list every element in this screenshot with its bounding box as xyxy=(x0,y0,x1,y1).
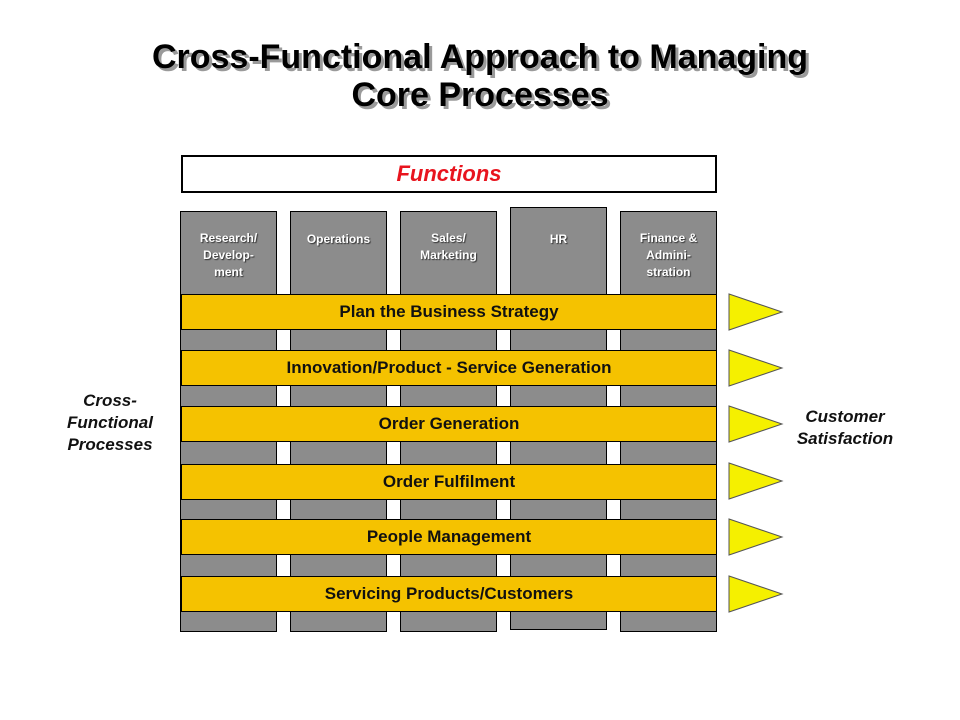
process-bar-order-generation: Order Generation xyxy=(181,406,717,442)
arrow-icon xyxy=(728,518,784,556)
function-label-operations: Operations xyxy=(306,232,371,246)
arrow-icon xyxy=(728,462,784,500)
function-label-finance-administration: Finance & Admini- stration xyxy=(639,231,698,279)
arrow-icon xyxy=(728,575,784,613)
right-label-line-2: Satisfaction xyxy=(796,429,894,448)
arrow-icon xyxy=(728,293,784,331)
left-label-line-3: Processes xyxy=(67,435,153,454)
functions-header: Functions xyxy=(181,155,717,193)
function-label-research-development: Research/ Develop- ment xyxy=(199,231,258,279)
slide-title: Cross-Functional Approach to Managing Co… xyxy=(0,38,960,114)
process-bar-people-management: People Management xyxy=(181,519,717,555)
process-bar-innovation: Innovation/Product - Service Generation xyxy=(181,350,717,386)
process-bar-plan-business-strategy: Plan the Business Strategy xyxy=(181,294,717,330)
function-label-sales-marketing: Sales/ Marketing xyxy=(420,231,477,262)
customer-satisfaction-label: Customer Satisfaction xyxy=(775,406,915,450)
slide-title-line-2: Core Processes xyxy=(351,76,609,114)
slide-title-line-1: Cross-Functional Approach to Managing xyxy=(151,38,809,76)
left-label-line-2: Functional xyxy=(67,413,153,432)
arrow-icon xyxy=(728,349,784,387)
left-label-line-1: Cross- xyxy=(83,391,137,410)
right-label-line-1: Customer xyxy=(805,407,885,426)
arrow-icon xyxy=(728,405,784,443)
process-bar-servicing: Servicing Products/Customers xyxy=(181,576,717,612)
function-label-hr: HR xyxy=(549,232,568,246)
cross-functional-processes-label: Cross- Functional Processes xyxy=(50,390,170,456)
process-bar-order-fulfilment: Order Fulfilment xyxy=(181,464,717,500)
